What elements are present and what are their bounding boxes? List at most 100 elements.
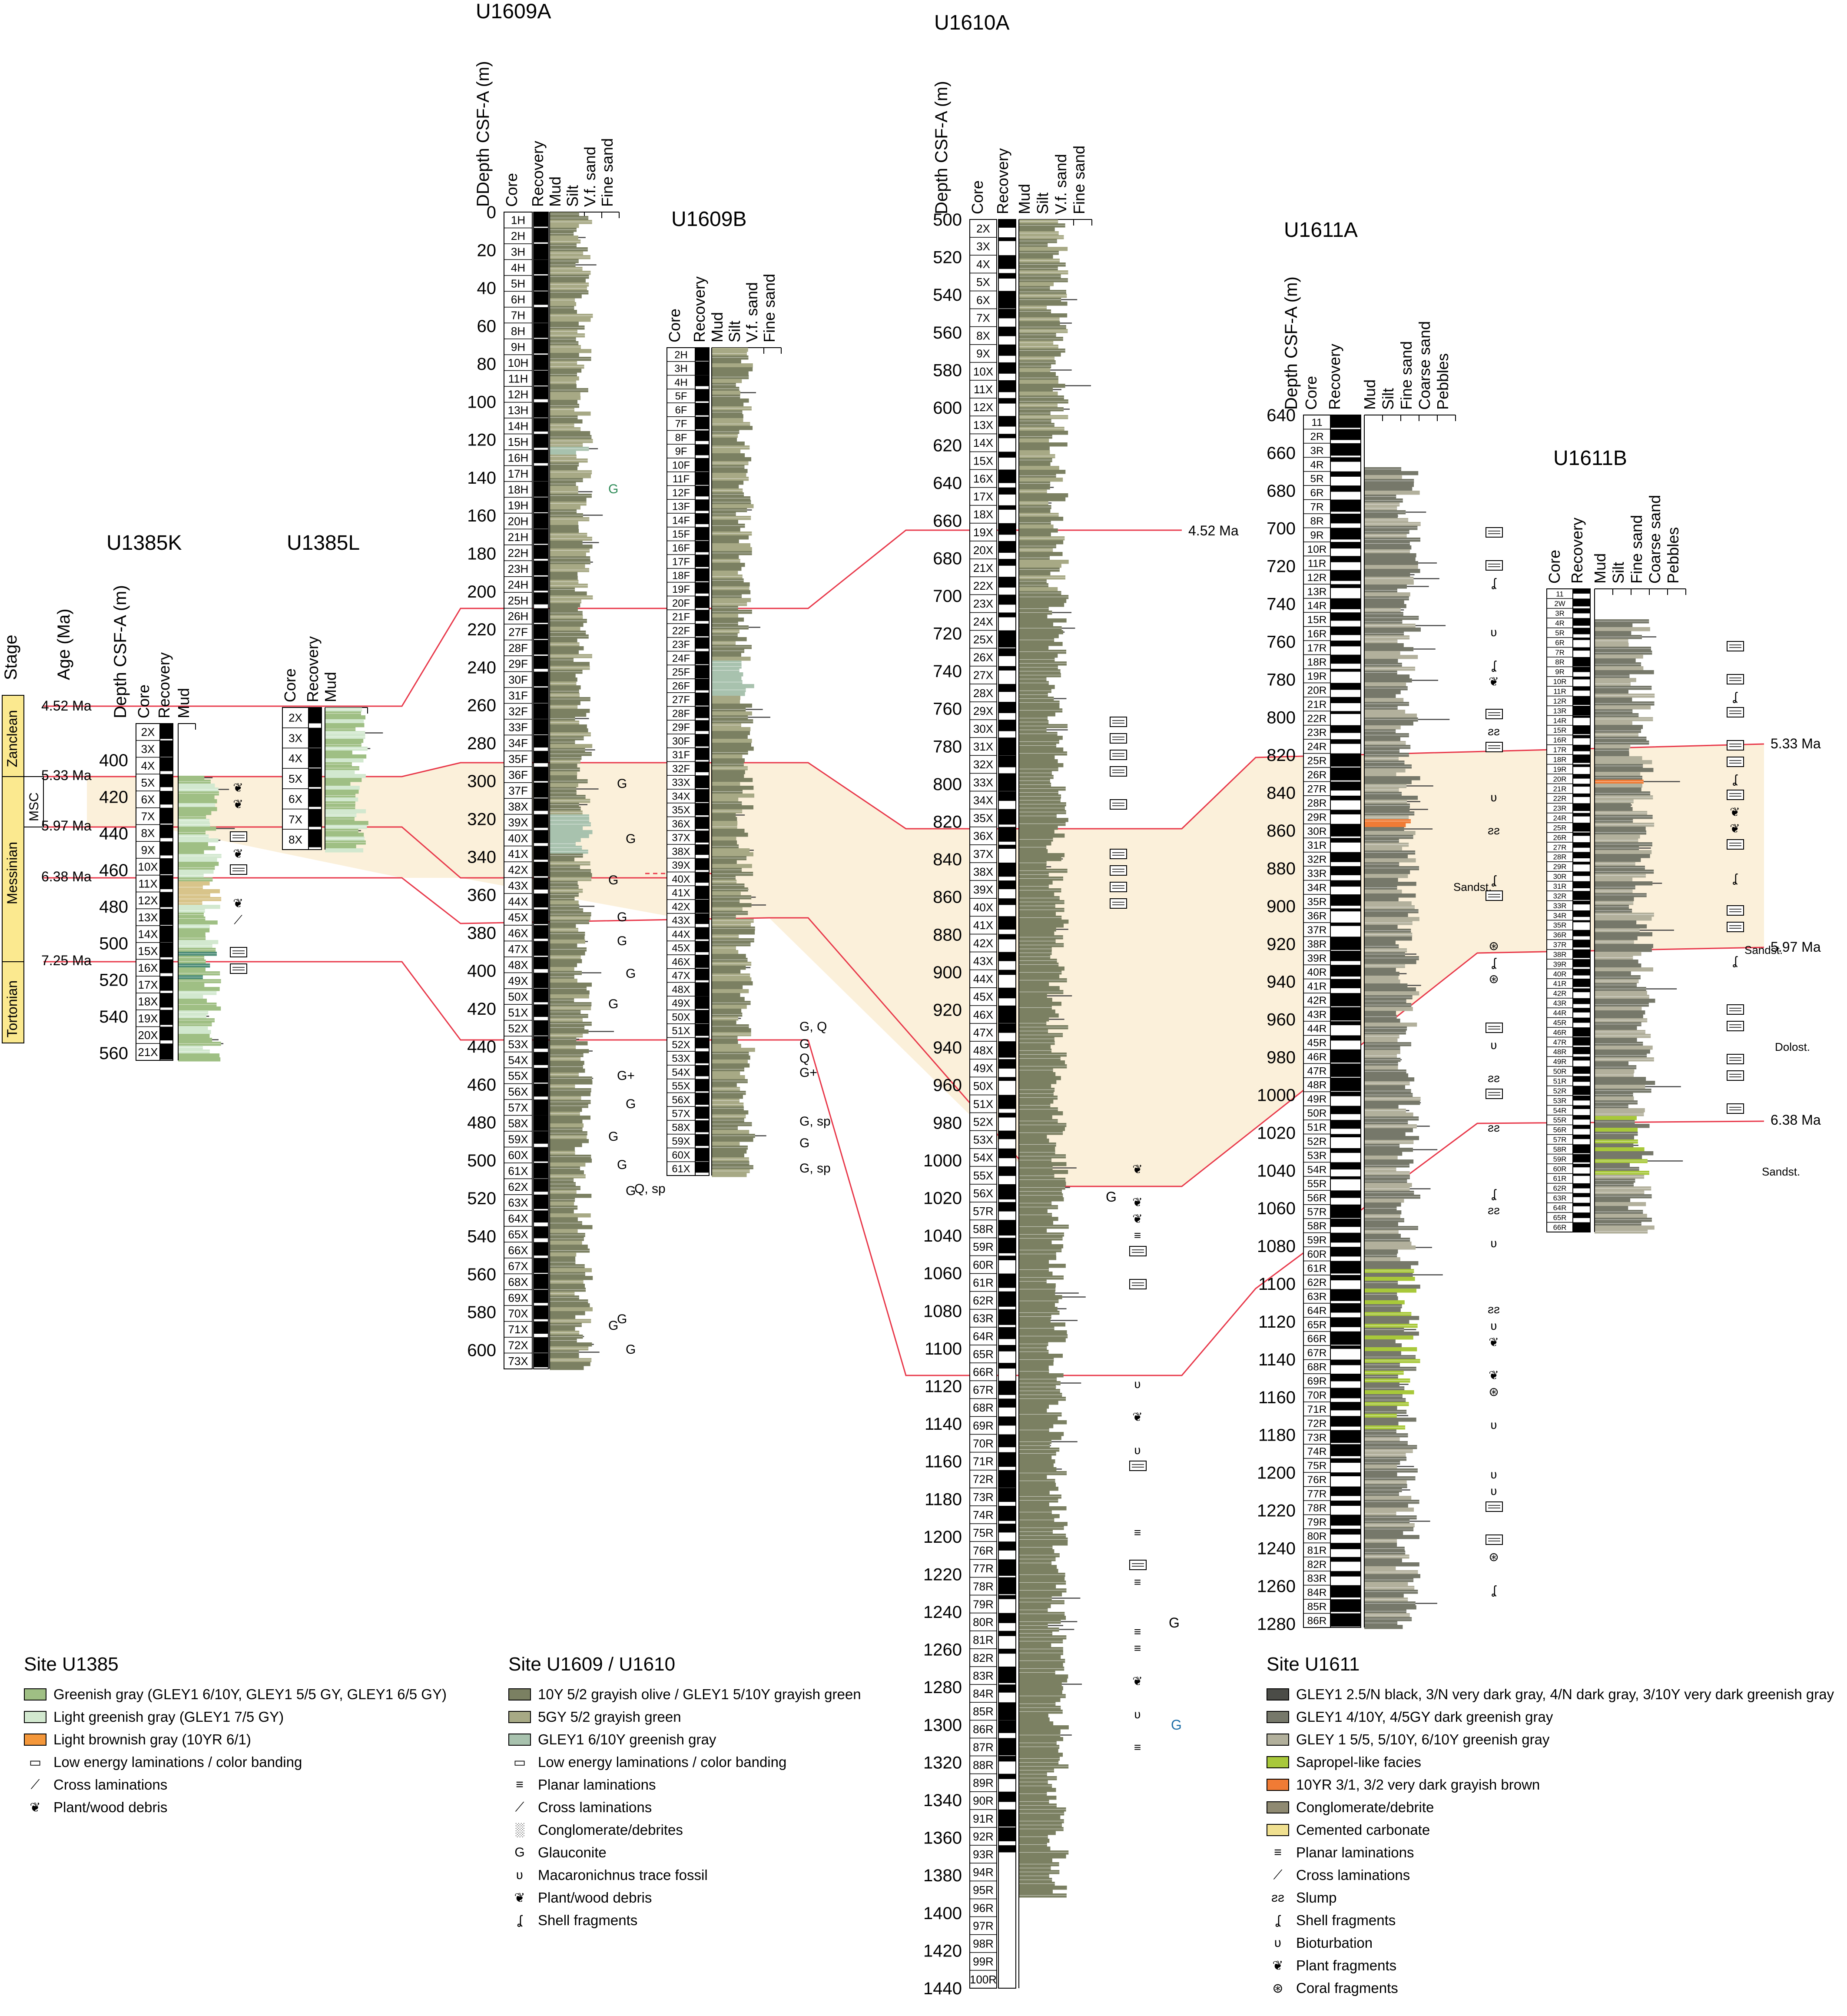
facies-symbol: ʋ	[1490, 1418, 1497, 1431]
core-label: 26H	[508, 610, 529, 623]
legend-swatch	[1267, 1756, 1289, 1768]
recovery-block	[160, 841, 173, 856]
grain-size-header: Mud	[1015, 184, 1033, 214]
depth-tick: 780	[933, 737, 962, 756]
recovery-block	[534, 1099, 548, 1116]
core-label: 27X	[973, 669, 993, 682]
depth-tick: 920	[1267, 935, 1296, 954]
core-label: 59R	[1553, 1155, 1567, 1163]
core-label: 90R	[973, 1794, 994, 1807]
recovery-block	[534, 481, 548, 497]
facies-symbol: ≡	[1134, 1575, 1141, 1589]
recovery-block	[1330, 1204, 1361, 1218]
core-label: 61R	[973, 1276, 994, 1289]
recovery-block	[1330, 1613, 1361, 1627]
core-label: 79R	[973, 1598, 994, 1611]
mineral-annotation: G	[608, 873, 618, 887]
recovery-block	[695, 692, 709, 706]
core-label: 42X	[672, 901, 690, 913]
recovery-block	[1330, 1585, 1361, 1598]
legend-label: 10Y 5/2 grayish olive / GLEY1 5/10Y gray…	[538, 1686, 861, 1702]
facies-symbol: ⟋	[234, 913, 242, 927]
core-label: 3X	[141, 742, 155, 755]
core-label: 26R	[1553, 834, 1567, 842]
recovery-block	[998, 612, 1016, 618]
depth-tick: 460	[99, 861, 128, 880]
lamination-symbol	[1110, 865, 1127, 876]
core-label: 26F	[672, 680, 690, 692]
core-label: 5R	[1310, 473, 1323, 485]
core-label: 53R	[1553, 1096, 1567, 1105]
recovery-block	[1573, 744, 1590, 751]
core-label: 41R	[1307, 981, 1327, 993]
core-label: 22R	[1307, 713, 1327, 724]
core-label: 51R	[1553, 1077, 1567, 1085]
depth-tick: 700	[933, 587, 962, 606]
core-label: 11R	[1308, 558, 1326, 569]
grain-size-header: Mud	[1591, 553, 1609, 584]
core-label: 80R	[973, 1616, 994, 1629]
facies-symbol: ʋ	[1490, 1319, 1497, 1332]
core-label: 36R	[1307, 910, 1327, 922]
core-label: 33R	[1307, 868, 1327, 880]
recovery-block	[695, 1010, 709, 1024]
facies-symbol: ʆ	[1492, 1187, 1497, 1201]
core-label: 54R	[1307, 1164, 1327, 1176]
core-label: 66R	[973, 1365, 994, 1378]
core-label: 86R	[1307, 1615, 1327, 1627]
lamination-symbol	[230, 831, 247, 842]
stage-label: Messinian	[4, 842, 20, 904]
recovery-block	[1573, 1134, 1590, 1139]
depth-axis-label: Depth CSF-A (m)	[111, 585, 130, 718]
mineral-annotation: G	[626, 1097, 636, 1111]
recovery-block	[1330, 1543, 1361, 1549]
core-label: 20R	[1553, 775, 1567, 783]
core-label: 94R	[973, 1866, 994, 1879]
core-label: 8X	[288, 833, 302, 846]
core-label: 9X	[976, 347, 990, 360]
core-label: 10R	[1553, 678, 1567, 686]
stage-box	[2, 695, 24, 777]
recovery-block	[1573, 1037, 1590, 1046]
core-label: 18R	[1553, 755, 1567, 764]
grain-size-header: Mud	[708, 312, 726, 342]
recovery-block	[1573, 676, 1590, 680]
core-label: 28F	[672, 708, 690, 720]
mineral-annotation: G	[626, 1184, 636, 1198]
core-label: 28F	[508, 641, 528, 654]
core-label: 14F	[672, 515, 690, 526]
core-label: 49X	[672, 998, 690, 1010]
recovery-block	[998, 737, 1016, 756]
core-label: 64R	[1307, 1305, 1327, 1317]
core-label: 50X	[508, 990, 528, 1003]
core-label: 27R	[1553, 843, 1567, 851]
core-label: 41X	[973, 919, 993, 932]
recovery-block	[998, 791, 1016, 801]
legend-label: Plant/wood debris	[538, 1890, 652, 1906]
recovery-block	[695, 955, 709, 968]
depth-tick: 1100	[925, 1339, 962, 1358]
core-label: 68X	[508, 1275, 528, 1289]
legend-swatch	[1267, 1801, 1289, 1813]
recovery-block	[998, 1845, 1016, 1853]
recovery-block	[308, 748, 322, 768]
recovery-block	[998, 380, 1016, 392]
facies-symbol: ❦	[1132, 1674, 1142, 1688]
core-label: 28R	[1307, 797, 1327, 809]
recovery-block	[998, 1488, 1016, 1502]
recovery-block	[534, 687, 548, 703]
recovery-block	[1330, 697, 1361, 704]
legend-label: Conglomerate/debrites	[538, 1822, 683, 1838]
core-label: 20X	[973, 544, 993, 557]
legend-label: Greenish gray (GLEY1 6/10Y, GLEY1 5/5 GY…	[53, 1686, 447, 1702]
core-label: 63R	[1307, 1291, 1327, 1302]
recovery-block	[1330, 1303, 1361, 1313]
legend-item: Sapropel-like facies	[1267, 1751, 1834, 1774]
recovery-block	[1573, 891, 1590, 900]
recovery-block	[1330, 1148, 1361, 1153]
recovery-block	[998, 1559, 1016, 1576]
core-label: 40X	[973, 901, 993, 914]
